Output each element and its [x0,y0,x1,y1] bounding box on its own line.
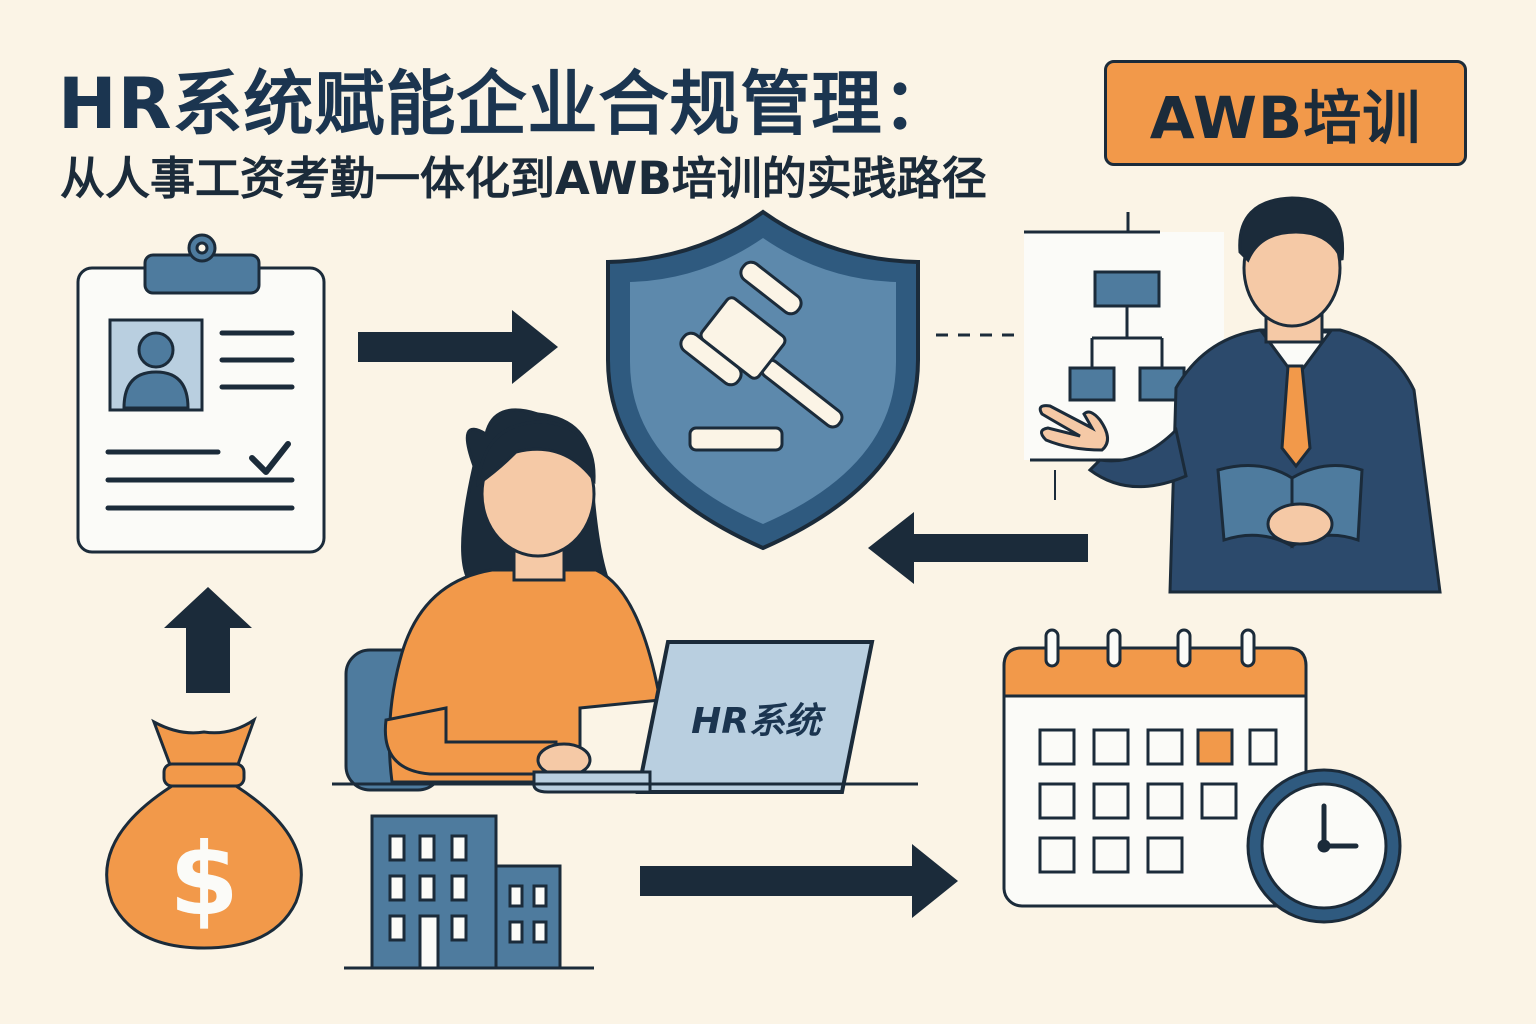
gavel-icon [679,260,844,452]
money-bag-icon: $ [105,716,303,950]
arrow-right-icon [358,310,558,384]
arrow-left-icon [868,512,1088,584]
profile-photo-icon [108,318,204,412]
presenter-figure [1038,196,1442,594]
awb-training-badge: AWB培训 [1104,60,1467,166]
laptop-icon[interactable]: HR系统 [532,640,875,794]
org-chart-icon [1068,270,1186,402]
arrow-right-icon-bottom [640,844,958,918]
clock-icon [1246,768,1402,924]
compliance-shield-icon [606,209,920,551]
clipboard-icon [76,233,326,554]
dollar-sign-icon: $ [169,821,239,938]
checkmark-icon [249,441,291,475]
arrow-up-icon [164,587,252,693]
office-building-icon [370,814,562,970]
laptop-screen-label: HR系统 [691,701,827,742]
page-title: HR系统赋能企业合规管理： [58,63,954,145]
page-subtitle: 从人事工资考勤一体化到AWB培训的实践路径 [60,152,987,205]
hand-icon [1038,404,1109,452]
employee-figure [344,408,662,792]
highlighted-date [1196,728,1234,766]
